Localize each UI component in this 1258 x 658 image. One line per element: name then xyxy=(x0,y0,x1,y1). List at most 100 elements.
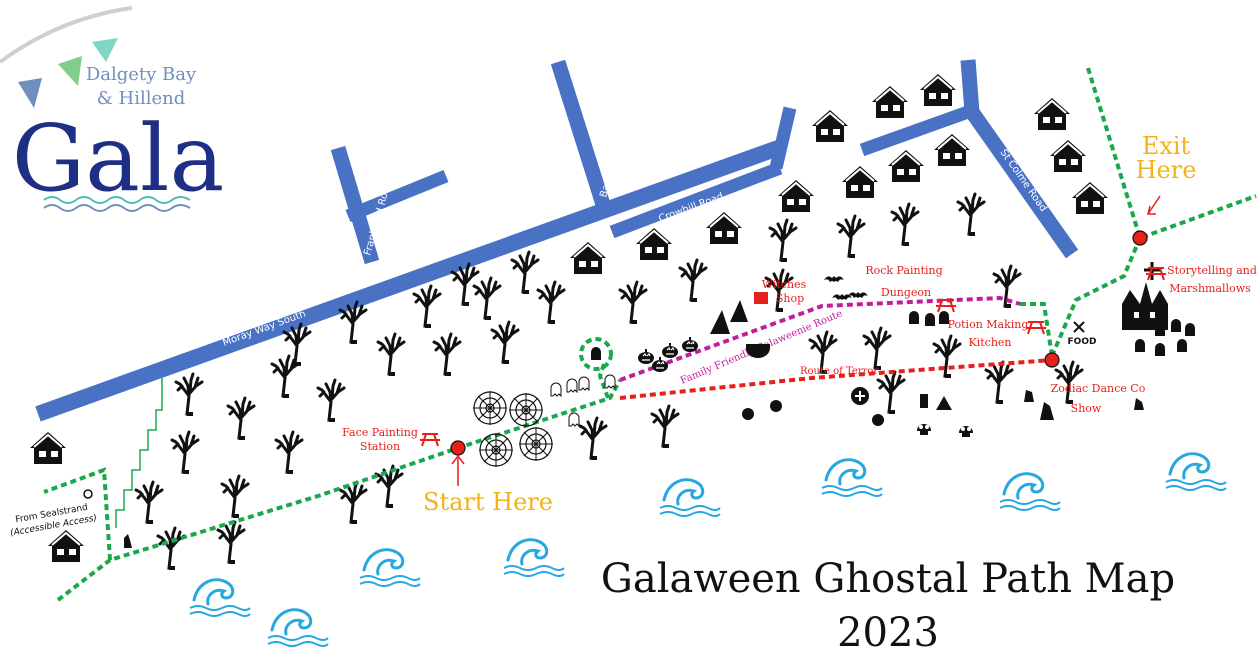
label-start-here: Start Here xyxy=(423,488,553,516)
road-st-colme xyxy=(960,59,1079,259)
route-of-terror: Route of Terror xyxy=(619,358,1053,400)
label-zodiac-2: Show xyxy=(1071,402,1102,415)
pumpkin-icon xyxy=(681,336,699,353)
grave-icon xyxy=(1155,343,1165,356)
wheelchair-icon xyxy=(83,489,93,499)
label-food: FOOD xyxy=(1068,337,1097,347)
cat-icon xyxy=(124,534,132,548)
shop-icon xyxy=(754,292,768,304)
witch-hat-icon xyxy=(730,300,748,322)
balloon-icon xyxy=(770,400,782,412)
house-icon xyxy=(841,165,879,199)
bunting-flag-icon xyxy=(92,38,118,62)
label-story-1: Storytelling and xyxy=(1167,264,1257,277)
spider-web-icon xyxy=(478,432,514,468)
picnic-table-icon xyxy=(1146,267,1166,281)
wave-icon xyxy=(188,578,252,618)
label-potion-1: Potion Making xyxy=(948,318,1029,331)
label-stcolme: St Colme Road xyxy=(998,147,1049,214)
grave-icon xyxy=(1171,319,1181,332)
skull-icon xyxy=(959,426,973,437)
labels: From Sealstrand (Accessible Access) Face… xyxy=(9,132,1257,656)
bats xyxy=(824,276,868,300)
label-exit-2: Here xyxy=(1136,156,1197,184)
cauldron-icon xyxy=(746,344,770,358)
grave-icon xyxy=(1135,339,1145,352)
ghost-icon xyxy=(568,412,580,427)
road-crowhill xyxy=(609,161,783,239)
house-icon xyxy=(635,227,673,261)
pumpkin-icon xyxy=(651,356,669,373)
start-marker-icon xyxy=(450,440,466,456)
sea-waves xyxy=(188,452,1228,648)
grave-icon xyxy=(909,311,919,324)
house-icon xyxy=(933,133,971,167)
wave-icon xyxy=(998,472,1062,512)
ghost-icon xyxy=(604,374,616,389)
wave-icon xyxy=(502,538,566,578)
logo-line2: & Hillend xyxy=(97,88,185,109)
house-icon xyxy=(811,109,849,143)
house-icon xyxy=(919,73,957,107)
bunting-flag-icon xyxy=(18,78,42,108)
road-moray-way-south xyxy=(35,140,781,422)
pumpkin-icon xyxy=(637,348,655,365)
doll-icon xyxy=(742,408,754,420)
exit-marker-icon xyxy=(1132,230,1148,246)
steps xyxy=(115,378,163,528)
house-icon xyxy=(1049,139,1087,173)
grave-icon xyxy=(591,347,601,360)
label-potion-2: Kitchen xyxy=(969,336,1012,349)
heart-icon xyxy=(872,414,884,426)
logo-main: Gala xyxy=(12,105,225,212)
bat-icon xyxy=(824,276,844,282)
zombie-hands xyxy=(1024,390,1144,420)
grave-icon xyxy=(1177,339,1187,352)
wave-icon xyxy=(266,608,330,648)
label-barnhill: Barnhill Road xyxy=(598,132,627,199)
house-icon xyxy=(871,85,909,119)
witch-hat-icon xyxy=(710,310,730,334)
house-icon xyxy=(705,211,743,245)
pumpkin-icon xyxy=(661,342,679,359)
ghost-icon xyxy=(578,376,590,391)
label-witches-1: Witches xyxy=(762,278,807,291)
wave-icon xyxy=(1164,452,1228,492)
road-frankfield xyxy=(330,145,380,265)
gala-logo: Dalgety Bay & Hillend Gala xyxy=(0,6,225,212)
grave-icon xyxy=(925,313,935,326)
grave-icon xyxy=(1185,323,1195,336)
house-icon xyxy=(1033,97,1071,131)
wave-icon xyxy=(820,458,884,498)
label-rock-2: Dungeon xyxy=(881,286,931,299)
picnic-table-icon xyxy=(1026,321,1046,335)
warning-icon xyxy=(936,396,952,410)
spider-web-icon xyxy=(472,390,508,426)
house-icon xyxy=(1071,181,1109,215)
witch-icons xyxy=(710,292,770,358)
map-year: 2023 xyxy=(837,610,939,656)
label-story-2: Marshmallows xyxy=(1169,282,1251,295)
house-icon xyxy=(569,241,607,275)
house-icon xyxy=(887,149,925,183)
label-route-terror: Route of Terror xyxy=(800,366,878,377)
spider-web-icon xyxy=(518,426,554,462)
label-witches-2: Shop xyxy=(776,292,804,305)
food-icon xyxy=(1073,321,1085,333)
zodiac-marker-icon xyxy=(1044,352,1060,368)
spider-web-icon xyxy=(508,392,544,428)
terror-icons xyxy=(742,387,973,437)
label-face-painting-1: Face Painting xyxy=(342,426,418,439)
label-zodiac-1: Zodiac Dance Co xyxy=(1051,382,1146,395)
label-frankfield: Frankfield Road xyxy=(362,180,394,257)
house-icon xyxy=(777,179,815,213)
label-exit-1: Exit xyxy=(1142,132,1191,160)
house-icon xyxy=(29,431,67,465)
skull-icon xyxy=(917,424,931,435)
bunting-flag-icon xyxy=(58,56,82,86)
spider-webs xyxy=(472,390,554,468)
ghost-icon xyxy=(550,382,562,397)
picnic-table-icon xyxy=(936,299,956,313)
ghost-icon xyxy=(566,378,578,393)
